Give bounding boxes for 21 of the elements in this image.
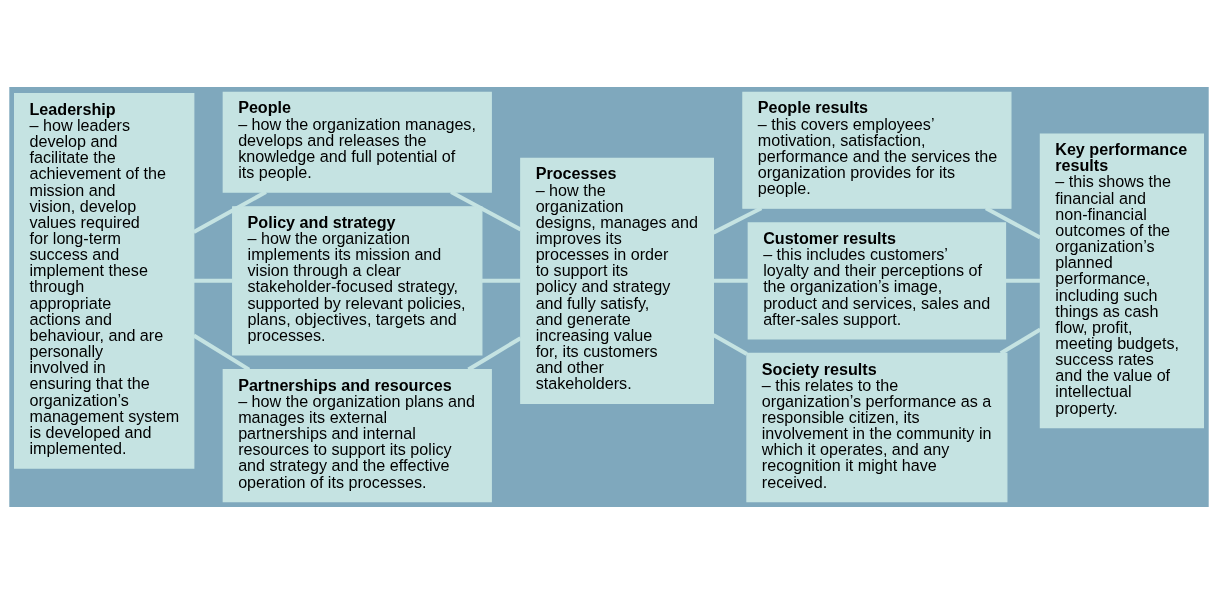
connector [999, 327, 1042, 355]
node-box: Customer results – this includes customers’ loyalty and their perceptions of the organization’s image, product and services, sales and after-sales support. [747, 221, 1007, 339]
connector [450, 189, 522, 231]
node-box: Key performance results – this shows the financial and non-financial outcomes of the organization’s planned performance, including such things as cash flow, profit, meeting budgets, success rates and the value of intellectual property. [1039, 132, 1204, 428]
connector [1005, 278, 1040, 283]
node-box: Policy and strategy – how the organization implements its mission and vision through a clear stakeholder-focused strategy, supported by relevant policies, plans, objectives, targets and processes. [232, 205, 483, 356]
node-box: Society results – this relates to the organization’s performance as a responsible citizen, its involvement in the community in which it operates, and any recognition it might have received. [746, 352, 1008, 502]
connector [984, 206, 1042, 239]
node-box: People results – this covers employees’ motivation, satisfaction, performance and the services the organization provides for its people. [742, 91, 1012, 209]
node-box: Partnerships and resources – how the organization plans and manages its external partnerships and internal resources to support its policy and strategy and the effective operation of its processes. [222, 368, 492, 502]
connector [193, 278, 233, 283]
connector [192, 333, 251, 371]
connector [712, 332, 748, 356]
connector [712, 205, 763, 234]
connector [467, 335, 522, 371]
node-box: People – how the organization manages, develops and releases the knowledge and full potential of its people. [222, 91, 492, 193]
node-box: Leadership – how leaders develop and facilitate the achievement of the mission and vision, develop values required for long-term success and implement these through appropriate actions and behaviour, and are personally involved in ensuring that the organization’s management system is developed and implemented. [14, 92, 195, 469]
connector [713, 278, 749, 283]
connector [481, 278, 521, 283]
connector [192, 189, 267, 234]
node-box: Processes – how the organization designs, manages and improves its processes in order to support its policy and strategy and fully satisfy, and generate increasing value for, its customers and other stakeholders. [520, 157, 714, 404]
